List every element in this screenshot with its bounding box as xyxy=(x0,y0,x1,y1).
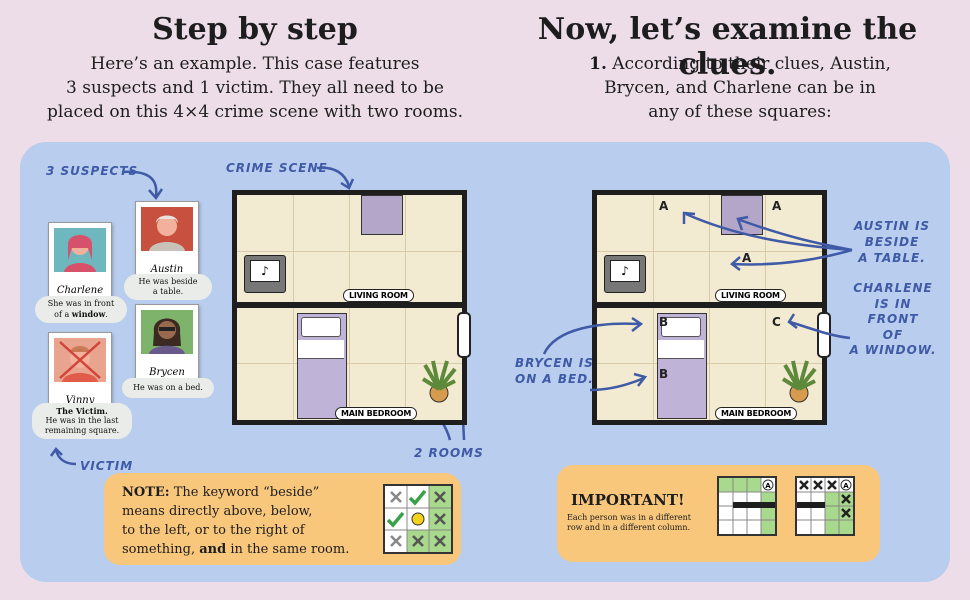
austin-clue: He was beside a table. xyxy=(124,274,212,300)
card-charlene: Charlene xyxy=(48,222,112,300)
mark-a-3: A xyxy=(742,251,752,265)
important-box: IMPORTANT! Each person was in a differen… xyxy=(557,465,880,562)
charlene-clue: She was in front of a window. xyxy=(35,296,127,323)
brycen-clue: He was on a bed. xyxy=(122,378,214,398)
table-icon xyxy=(361,195,403,235)
mark-b-2: B xyxy=(659,367,669,381)
crime-scene-grid: ♪ LIVING ROOM MAIN BEDROOM xyxy=(232,190,467,425)
living-room-label: LIVING ROOM xyxy=(715,289,786,302)
plant-icon xyxy=(421,359,457,403)
vinny-portrait xyxy=(54,338,106,382)
bed-icon xyxy=(657,313,707,419)
austin-annotation: AUSTIN IS BESIDE A TABLE. xyxy=(853,219,931,265)
suspects-annotation: 3 SUSPECTS xyxy=(46,164,139,178)
note-text: NOTE: The keyword “beside” means directl… xyxy=(122,485,350,557)
mark-a-2: A xyxy=(772,199,782,213)
bed-icon xyxy=(297,313,347,419)
bedroom-label: MAIN BEDROOM xyxy=(335,407,418,420)
mark-a-1: A xyxy=(659,199,669,213)
charlene-portrait xyxy=(54,228,106,272)
bedroom-label: MAIN BEDROOM xyxy=(715,407,798,420)
plant-icon xyxy=(781,359,817,403)
card-vinny: Vinny xyxy=(48,332,112,410)
svg-text:A: A xyxy=(843,482,849,490)
room-divider-wall xyxy=(237,302,462,308)
left-intro: Here’s an example. This case features 3 … xyxy=(47,54,463,122)
right-heading: Now, let’s examine the clues. xyxy=(537,12,918,82)
rowcol-example-grid-1: A xyxy=(717,476,777,536)
austin-arrows xyxy=(682,211,853,271)
card-austin: Austin xyxy=(135,201,199,279)
suspects-arrow xyxy=(121,170,164,201)
card-brycen: Brycen xyxy=(135,304,199,382)
brycen-annotation: BRYCEN IS ON A BED. xyxy=(515,356,594,386)
mark-b-1: B xyxy=(659,315,669,329)
rowcol-example-grid-2: A xyxy=(795,476,855,536)
charlene-arrow xyxy=(787,313,851,340)
victim-arrow xyxy=(49,447,77,466)
scene-arrow xyxy=(316,166,355,190)
important-title: IMPORTANT! xyxy=(571,491,685,509)
beside-example-grid xyxy=(383,484,453,554)
scene-annotation: CRIME SCENE xyxy=(226,161,328,175)
brycen-arrows xyxy=(542,316,648,392)
window-icon xyxy=(457,312,471,358)
tv-icon: ♪ xyxy=(244,255,286,293)
mark-c: C xyxy=(772,315,781,329)
charlene-annotation: CHARLENE IS IN FRONT OF A WINDOW. xyxy=(849,281,937,357)
note-box: NOTE: The keyword “beside” means directl… xyxy=(104,473,461,565)
living-room-label: LIVING ROOM xyxy=(343,289,414,302)
tv-icon: ♪ xyxy=(604,255,646,293)
austin-portrait xyxy=(141,207,193,251)
important-text: Each person was in a different row and i… xyxy=(567,513,691,532)
rooms-annotation: 2 ROOMS xyxy=(414,446,484,460)
vinny-clue: The Victim. He was in the last remaining… xyxy=(32,403,132,439)
left-heading: Step by step xyxy=(152,12,358,47)
victim-annotation: VICTIM xyxy=(80,459,134,473)
clue-scene-grid: ♪ LIVING ROOM MAIN BEDROOM A A A B B C xyxy=(592,190,827,425)
right-intro: 1. According to their clues, Austin, Bry… xyxy=(589,54,891,122)
brycen-portrait xyxy=(141,310,193,354)
svg-text:A: A xyxy=(765,482,771,490)
